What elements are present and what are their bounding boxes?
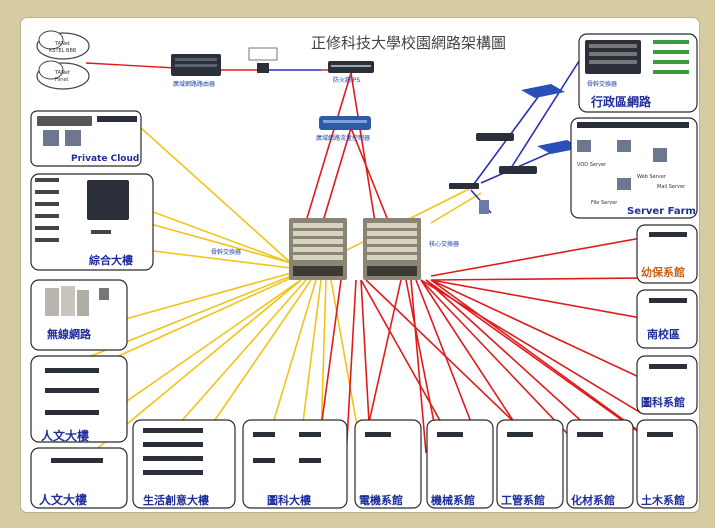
zone-library-label: 圖科大樓 bbox=[267, 493, 311, 507]
zone-bottom-1: 機械系館 bbox=[426, 419, 494, 509]
zone-life-creative-label: 生活創意大樓 bbox=[143, 493, 209, 507]
zone-server-farm: VOD Server File Server Web Server Mail S… bbox=[570, 117, 698, 219]
zone-bottom-2: 工管系館 bbox=[496, 419, 564, 509]
wan-router-label: 廣域網路路由器 bbox=[173, 80, 215, 88]
backbone-switch-label: 骨幹交換器 bbox=[211, 248, 241, 256]
zone-right-0-label: 幼保系館 bbox=[641, 265, 685, 279]
server-web: Web Server bbox=[637, 174, 667, 180]
cloud-kstel-line2: KSTEL BBB bbox=[49, 48, 77, 54]
zone-admin-network: 骨幹交換器 行政區網路 bbox=[578, 33, 698, 113]
core-switch: 核心交換器 bbox=[363, 218, 459, 280]
zone-admin-network-label: 行政區網路 bbox=[590, 94, 652, 109]
distribution-switches bbox=[449, 84, 581, 214]
server-mail: Mail Server bbox=[657, 184, 686, 190]
isp-hub bbox=[248, 47, 278, 73]
zone-humanities-2-label: 人文大樓 bbox=[39, 492, 87, 507]
zone-private-cloud: Private Cloud bbox=[30, 110, 142, 167]
admin-switch-label: 骨幹交換器 bbox=[587, 80, 617, 88]
cloud-hinet-line1: TANet bbox=[54, 70, 70, 76]
zone-right-0: 幼保系館 bbox=[636, 224, 698, 284]
wan-router: 廣域網路路由器 bbox=[171, 54, 221, 88]
diagram-canvas: 正修科技大學校園網路架構圖 TANet KSTEL BBB TANet Hine… bbox=[21, 18, 699, 512]
zone-bottom-1-label: 機械系館 bbox=[431, 493, 475, 507]
cloud-hinet-line2: Hinet bbox=[55, 77, 68, 83]
zone-right-2: 圖科系館 bbox=[636, 355, 698, 415]
cloud-kstel: TANet KSTEL BBB bbox=[36, 30, 90, 60]
zone-bottom-3-label: 化材系館 bbox=[571, 493, 615, 507]
backbone-switch: 骨幹交換器 bbox=[211, 218, 347, 280]
zone-humanities-1: 人文大樓 bbox=[30, 355, 128, 443]
cloud-hinet: TANet Hinet bbox=[36, 60, 90, 90]
zone-complex-building: 綜合大樓 bbox=[30, 173, 154, 271]
load-balancer: 廣域網路流量控制器 bbox=[316, 116, 371, 142]
zone-bottom-0-label: 電機系館 bbox=[359, 493, 403, 507]
zone-wireless-label: 無線網路 bbox=[47, 327, 92, 341]
zone-wireless: 無線網路 bbox=[30, 279, 128, 351]
firewall: 防火牆IPS bbox=[328, 61, 374, 84]
zone-right-1-label: 南校區 bbox=[647, 327, 680, 341]
network-diagram: 正修科技大學校園網路架構圖 TANet KSTEL BBB TANet Hine… bbox=[30, 30, 698, 509]
zone-library: 圖科大樓 bbox=[242, 419, 348, 509]
firewall-label: 防火牆IPS bbox=[333, 76, 360, 84]
core-switch-label: 核心交換器 bbox=[429, 240, 459, 248]
server-file: File Server bbox=[591, 200, 618, 206]
load-balancer-label: 廣域網路流量控制器 bbox=[316, 134, 370, 142]
zone-bottom-4: 土木系館 bbox=[636, 419, 698, 509]
cloud-kstel-line1: TANet bbox=[54, 41, 70, 47]
zone-server-farm-label: Server Farm bbox=[627, 206, 696, 217]
server-vod: VOD Server bbox=[577, 162, 607, 168]
zone-right-2-label: 圖科系館 bbox=[641, 395, 685, 409]
zone-life-creative: 生活創意大樓 bbox=[132, 419, 236, 509]
yellow-links bbox=[80, 127, 482, 459]
zone-humanities-2: 人文大樓 bbox=[30, 447, 128, 509]
zone-bottom-0: 電機系館 bbox=[354, 419, 422, 509]
zone-bottom-4-label: 土木系館 bbox=[641, 493, 685, 507]
diagram-title: 正修科技大學校園網路架構圖 bbox=[311, 34, 506, 52]
zone-complex-building-label: 綜合大樓 bbox=[89, 253, 133, 267]
zone-private-cloud-label: Private Cloud bbox=[71, 154, 139, 164]
zone-right-1: 南校區 bbox=[636, 289, 698, 349]
zone-humanities-1-label: 人文大樓 bbox=[41, 428, 89, 443]
zone-bottom-2-label: 工管系館 bbox=[501, 493, 545, 507]
zone-bottom-3: 化材系館 bbox=[566, 419, 634, 509]
